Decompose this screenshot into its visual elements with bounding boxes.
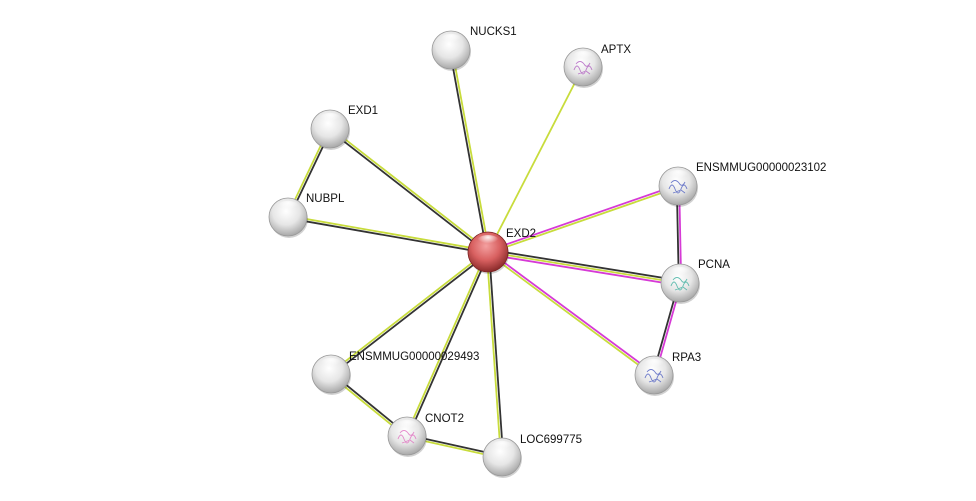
node-highlight [572,50,594,63]
protein-structure-icon [644,369,664,383]
node-label: LOC699775 [520,434,582,446]
node-label: ENSMMUG00000029493 [349,351,479,363]
edge-channel-coexpression [407,252,490,437]
node-exd2[interactable]: EXD2 [467,228,536,274]
protein-structure-icon [668,180,688,194]
protein-structure-icon [397,430,417,444]
node-highlight [491,440,513,453]
node-rpa3[interactable]: RPA3 [634,352,701,396]
node-pcna[interactable]: PCNA [660,259,730,304]
node-exd1[interactable]: EXD1 [310,105,378,150]
edge-exd2-nubpl[interactable] [287,214,489,255]
node-cnot2[interactable]: CNOT2 [387,413,464,457]
node-nucks1[interactable]: NUCKS1 [431,26,517,71]
edge-channel-experiments [487,184,678,252]
node-label: NUBPL [306,193,345,205]
node-label: EXD1 [348,105,378,117]
edge-channel-textmining [487,66,584,253]
edge-exd2-rpa3[interactable] [486,250,656,377]
node-label: ENSMMUG00000023102 [696,162,826,174]
edge-exd2-ensmmug00000029493[interactable] [329,250,490,376]
node-label: RPA3 [672,352,701,364]
edge-channel-textmining [329,250,488,374]
node-label: NUCKS1 [470,26,517,38]
node-highlight [319,112,341,125]
node-label: EXD2 [506,228,536,240]
edge-channel-textmining [451,49,491,252]
node-highlight [643,358,665,371]
edge-channel-textmining [488,186,679,254]
edge-channel-textmining [288,214,489,252]
node-loc699775[interactable]: LOC699775 [482,434,582,478]
edge-channel-coexpression [331,252,490,376]
edge-channel-textmining [405,251,488,436]
node-label: PCNA [698,259,730,271]
edge-channel-textmining [330,127,490,252]
edge-channel-experiments [487,253,680,287]
edge-channel-coexpression [488,251,505,457]
node-label: CNOT2 [425,413,464,425]
edge-channel-textmining [487,251,681,284]
node-nubpl[interactable]: NUBPL [268,193,345,238]
edge-channel-coexpression [448,50,488,253]
node-ensmmug00000023102[interactable]: ENSMMUG00000023102 [658,162,826,207]
edge-channel-coexpression [287,217,488,255]
edge-channel-textmining [485,252,502,458]
edge-exd2-exd1[interactable] [328,127,490,254]
edge-exd2-pcna[interactable] [487,248,681,287]
node-ensmmug00000029493[interactable]: ENSMMUG00000029493 [311,351,479,395]
node-highlight [667,169,689,182]
node-label: APTX [601,44,631,56]
edge-channel-coexpression [328,129,488,254]
node-highlight [440,33,462,46]
protein-structure-icon [573,61,593,75]
edge-channel-coexpression [488,248,681,282]
edge-exd2-nucks1[interactable] [448,49,491,253]
node-highlight [477,235,499,247]
node-highlight [277,200,299,213]
edge-exd2-cnot2[interactable] [405,251,490,437]
protein-structure-icon [670,277,690,291]
edge-channel-experiments [488,250,656,375]
edge-exd2-aptx[interactable] [487,66,584,253]
node-aptx[interactable]: APTX [563,44,631,88]
node-highlight [396,419,418,432]
edge-channel-textmining [486,252,654,377]
edge-exd2-loc699775[interactable] [485,251,505,458]
node-highlight [320,357,342,370]
node-highlight [669,266,691,279]
edge-exd2-ensmmug00000023102[interactable] [487,184,679,254]
